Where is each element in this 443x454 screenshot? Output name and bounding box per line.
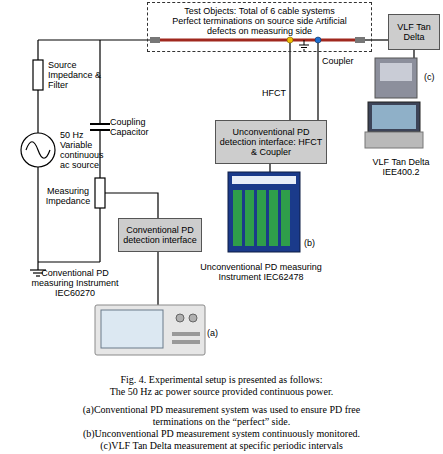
box-text: Conventional PD detection interface: [121, 225, 199, 245]
instrument-knob: [189, 314, 197, 322]
component-label: Measuring Impedance: [42, 186, 94, 206]
impedance-symbol: [95, 178, 105, 208]
instrument-module: [269, 190, 278, 246]
laptop-screen: [372, 105, 416, 129]
termination-symbol: [355, 37, 365, 43]
wire: [269, 164, 270, 172]
box-text: VLF Tan Delta: [391, 22, 437, 42]
coupler-symbol: [315, 37, 321, 43]
hfct-symbol: [287, 37, 293, 43]
laptop-illustration: [368, 102, 420, 132]
ground-symbol: [303, 50, 305, 51]
callout-number: (c): [424, 72, 435, 82]
connector-wire: [289, 52, 290, 120]
instrument-button: [172, 332, 200, 336]
capacitor-symbol: [90, 123, 110, 125]
instrument-label: VLF Tan Delta IEE400.2: [362, 157, 440, 177]
ground-symbol: [299, 45, 309, 46]
wire: [37, 167, 38, 270]
instrument-module: [257, 190, 266, 246]
wire: [38, 39, 150, 40]
instrument-label: Unconventional PD measuring Instrument I…: [200, 262, 322, 282]
ground-symbol: [36, 275, 40, 276]
impedance-symbol: [33, 60, 43, 90]
component-label: 50 Hz Variable continuous ac source: [60, 130, 112, 170]
instrument-knob: [176, 314, 184, 322]
box-text: Unconventional PD detection interface: H…: [219, 127, 323, 157]
instrument-module: [281, 190, 290, 246]
connector-wire: [317, 52, 318, 120]
caption-note: (b)Unconventional PD measurement system …: [0, 428, 443, 440]
box-text: Test Objects: Total of 6 cable systems P…: [170, 6, 350, 36]
instrument-module: [233, 190, 242, 246]
instrument-screen: [101, 310, 163, 348]
instrument-button: [172, 340, 200, 344]
vlf-box: VLF Tan Delta: [388, 14, 440, 50]
wire: [99, 208, 100, 262]
cable-symbol: [160, 39, 355, 42]
caption-note: The 50 Hz ac power source provided conti…: [0, 386, 443, 398]
instrument-label: Conventional PD measuring Instrument IEC…: [20, 268, 130, 298]
wire: [157, 252, 158, 305]
laptop-base: [365, 132, 423, 148]
termination-symbol: [150, 37, 160, 43]
caption-note: (a)Conventional PD measurement system wa…: [60, 404, 383, 428]
callout-number: (a): [207, 328, 218, 338]
sine-symbol: [26, 142, 50, 159]
connector-wire: [372, 39, 388, 40]
instrument-photo: [375, 58, 417, 98]
ground-symbol: [304, 40, 305, 45]
figure-caption: Fig. 4. Experimental setup is presented …: [0, 374, 443, 386]
ground-symbol: [301, 47, 307, 48]
instrument-illustration: [95, 305, 205, 355]
caption-note: (c)VLF Tan Delta measurement at specific…: [0, 440, 443, 452]
wire: [413, 50, 414, 58]
wire: [105, 193, 158, 218]
callout-number: (b): [304, 238, 315, 248]
instrument-illustration: [228, 172, 300, 252]
interface-box: Conventional PD detection interface: [118, 218, 202, 252]
instrument-module: [245, 190, 254, 246]
test-object-box: Test Objects: Total of 6 cable systems P…: [147, 2, 372, 52]
component-label: Source Impedance & Filter: [48, 60, 118, 90]
instrument-photo-detail: [380, 63, 412, 81]
wire: [37, 40, 38, 60]
wire: [37, 90, 38, 133]
signal-label: Coupler: [322, 56, 354, 66]
wire: [99, 40, 100, 124]
component-label: Coupling Capacitor: [110, 117, 168, 137]
signal-label: HFCT: [262, 88, 286, 98]
interface-box: Unconventional PD detection interface: H…: [215, 120, 327, 164]
wire: [38, 261, 100, 262]
wire: [365, 39, 372, 40]
instrument-label-strip: [232, 176, 296, 184]
ac-source-symbol: [21, 133, 55, 167]
